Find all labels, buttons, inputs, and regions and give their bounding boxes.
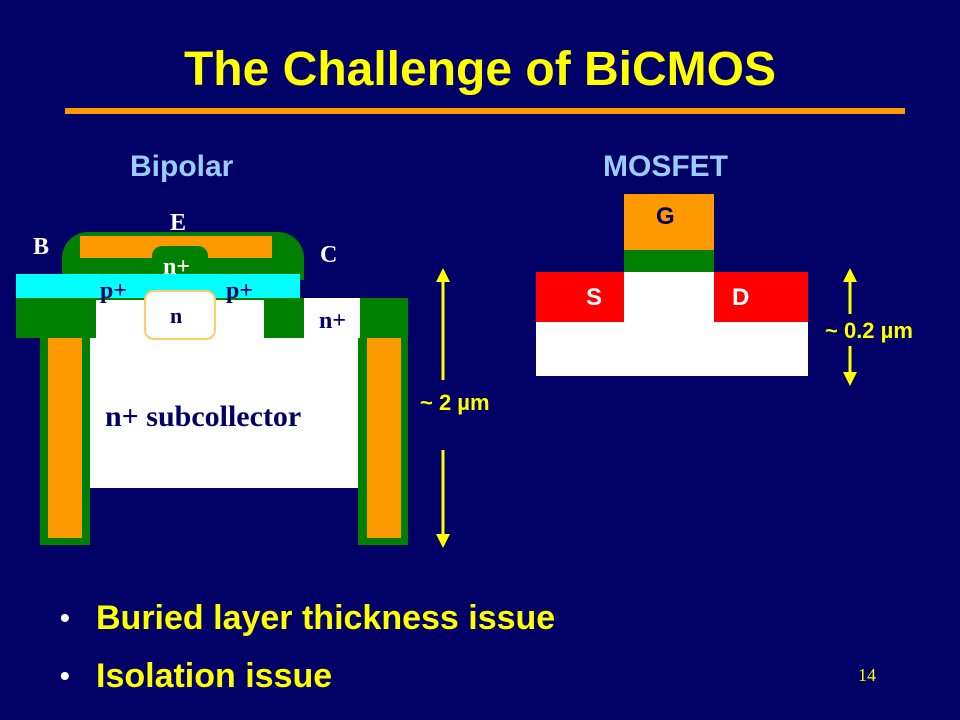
mosfet-heading: MOSFET	[603, 150, 728, 183]
title-underline	[65, 108, 905, 114]
mosfet-dimension-arrow	[843, 268, 857, 386]
right-trench-fill	[367, 330, 401, 538]
base-contact-right-label: p+	[226, 278, 254, 304]
emitter-region-label: n+	[163, 254, 191, 280]
mosfet-dimension-label: ~ 0.2 µm	[825, 318, 913, 343]
bipolar-dimension-arrow	[436, 268, 450, 548]
base-contact-left-label: p+	[100, 278, 128, 304]
source-region	[536, 272, 626, 322]
gate-oxide	[624, 250, 714, 274]
drain-region	[714, 272, 808, 322]
collector-contact-label: n+	[319, 308, 347, 334]
terminal-collector-label: C	[320, 242, 338, 268]
gate-label: G	[656, 203, 675, 230]
terminal-emitter-label: E	[170, 210, 187, 236]
terminal-base-label: B	[33, 234, 50, 260]
bullet-list: •Buried layer thickness issue •Isolation…	[60, 592, 555, 708]
channel-region	[624, 272, 714, 322]
bipolar-dimension-label: ~ 2 µm	[420, 390, 490, 415]
left-oxide	[16, 298, 96, 338]
left-trench-fill	[48, 330, 82, 538]
gate-electrode	[624, 194, 714, 250]
slide-title: The Challenge of BiCMOS	[183, 43, 777, 96]
base-region-label: n	[170, 303, 183, 328]
subcollector-label: n+ subcollector	[105, 400, 302, 433]
source-label: S	[586, 284, 603, 311]
bipolar-heading: Bipolar	[130, 150, 234, 183]
bullet-dot-icon: •	[60, 602, 70, 633]
n-base-region	[144, 290, 216, 340]
bullet-dot-icon: •	[60, 660, 70, 691]
collector-contact-region	[300, 298, 360, 338]
bullet-item: •Buried layer thickness issue	[60, 592, 555, 650]
bullet-item: •Isolation issue	[60, 650, 555, 708]
page-number: 14	[858, 665, 876, 685]
drain-label: D	[732, 284, 750, 311]
